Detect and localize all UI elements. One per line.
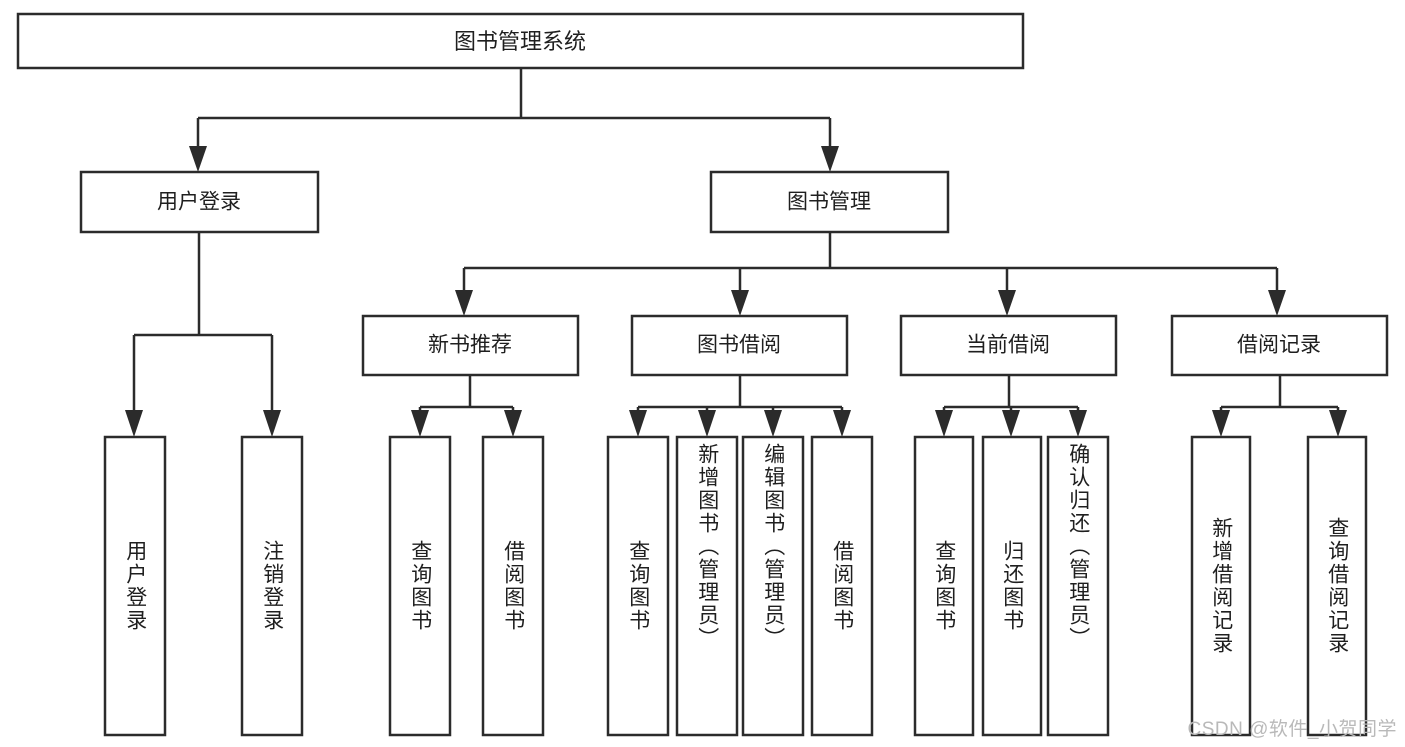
arrow-down-icon [1069, 410, 1087, 437]
leaf-box[interactable] [481, 435, 545, 737]
arrow-down-icon [455, 290, 473, 316]
leaf-box[interactable] [810, 435, 874, 737]
arrow-down-icon [935, 410, 953, 437]
node-book-management[interactable]: 图书管理 [709, 170, 950, 234]
node-book-borrow-label: 图书借阅 [697, 334, 781, 357]
leaf-boxes-user-login [103, 435, 304, 737]
node-borrow-record[interactable]: 借阅记录 [1170, 314, 1389, 377]
node-current-borrow-label: 当前借阅 [966, 334, 1050, 357]
arrow-down-icon [833, 410, 851, 437]
node-book-management-label: 图书管理 [787, 191, 871, 214]
connector-bookborrow-to-leaves [629, 375, 851, 437]
arrow-down-icon [1268, 290, 1286, 316]
node-borrow-record-label: 借阅记录 [1237, 334, 1321, 357]
connector-currentborrow-to-leaves [935, 375, 1087, 437]
leaf-box[interactable] [1046, 435, 1110, 737]
arrow-down-icon [821, 146, 839, 172]
arrow-down-icon [504, 410, 522, 437]
connector-newbook-to-leaves [411, 375, 522, 437]
leaf-boxes-current-borrow [913, 435, 1110, 737]
arrow-down-icon [1329, 410, 1347, 437]
leaf-box[interactable] [981, 435, 1043, 737]
leaf-boxes-new-book-recommend [388, 435, 545, 737]
leaf-box[interactable] [913, 435, 975, 737]
connector-userlogin-to-leaves [125, 232, 281, 437]
arrow-down-icon [998, 290, 1016, 316]
leaf-boxes-borrow-record [1190, 435, 1368, 737]
node-user-login-label: 用户登录 [157, 191, 241, 214]
connector-borrowrecord-to-leaves [1212, 375, 1347, 437]
arrow-down-icon [1212, 410, 1230, 437]
leaf-box[interactable] [388, 435, 452, 737]
arrow-down-icon [1002, 410, 1020, 437]
leaf-boxes-book-borrow [606, 435, 874, 737]
node-new-book-recommend-label: 新书推荐 [428, 334, 512, 357]
leaf-box[interactable] [240, 435, 304, 737]
arrow-down-icon [125, 410, 143, 437]
leaf-box[interactable] [606, 435, 670, 737]
node-current-borrow[interactable]: 当前借阅 [899, 314, 1118, 377]
arrow-down-icon [411, 410, 429, 437]
arrow-down-icon [189, 146, 207, 172]
leaf-box[interactable] [741, 435, 805, 737]
node-book-borrow[interactable]: 图书借阅 [630, 314, 849, 377]
leaf-box[interactable] [103, 435, 167, 737]
connector-root-to-level2 [189, 68, 839, 172]
node-new-book-recommend[interactable]: 新书推荐 [361, 314, 580, 377]
arrow-down-icon [698, 410, 716, 437]
arrow-down-icon [764, 410, 782, 437]
node-root-label: 图书管理系统 [454, 29, 586, 54]
node-root[interactable]: 图书管理系统 [16, 12, 1025, 70]
connector-bookmgmt-to-level3 [455, 232, 1286, 316]
arrow-down-icon [263, 410, 281, 437]
node-user-login[interactable]: 用户登录 [79, 170, 320, 234]
leaf-box[interactable] [675, 435, 739, 737]
arrow-down-icon [731, 290, 749, 316]
leaf-box[interactable] [1190, 435, 1252, 737]
arrow-down-icon [629, 410, 647, 437]
leaf-box[interactable] [1306, 435, 1368, 737]
